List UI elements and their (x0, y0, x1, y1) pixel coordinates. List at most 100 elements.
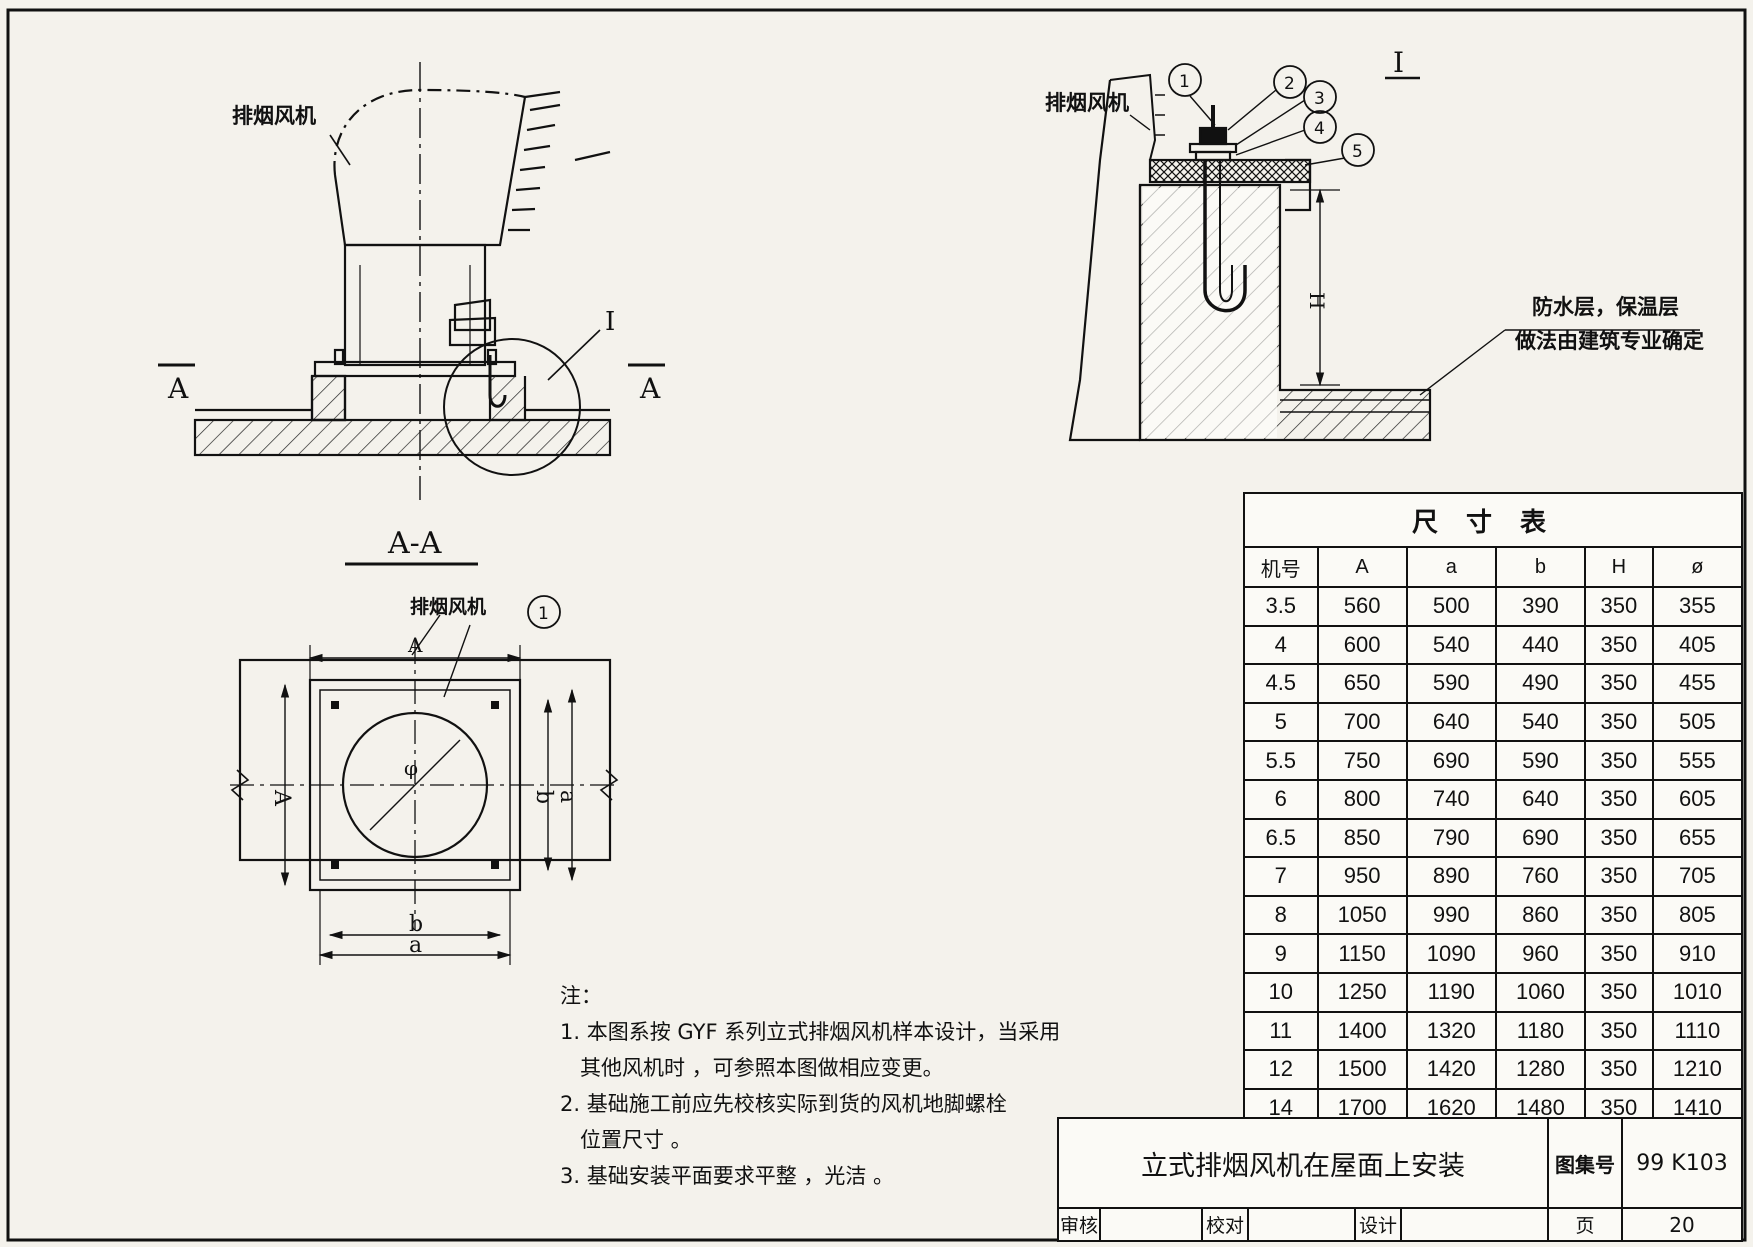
dimension-cell: 350 (1584, 778, 1654, 820)
dimension-cell: 600 (1316, 624, 1408, 666)
dimension-cell: 540 (1405, 624, 1497, 666)
dimension-cell: 1090 (1405, 933, 1497, 974)
design-signature (1400, 1207, 1549, 1242)
dim-label-A: A (407, 633, 423, 657)
dimension-cell: 1420 (1405, 1049, 1497, 1090)
dimension-cell: 350 (1584, 740, 1654, 781)
dimension-cell: 790 (1405, 817, 1497, 859)
dimension-cell: 690 (1494, 817, 1587, 859)
dimension-cell: 1150 (1316, 933, 1408, 974)
plan-view (230, 614, 620, 965)
dimension-cell: 560 (1316, 586, 1408, 627)
callout-3: 3 (1314, 89, 1325, 109)
atlas-label: 图集号 (1547, 1117, 1623, 1209)
dimension-cell: 950 (1316, 856, 1408, 897)
waterproof-note-line2: 做法由建筑专业确定 (1514, 329, 1704, 353)
dimension-cell: 910 (1651, 933, 1744, 974)
callout-4: 4 (1314, 119, 1325, 139)
review-label: 审核 (1057, 1207, 1101, 1242)
dimension-cell: 760 (1494, 856, 1587, 897)
dimension-cell: 500 (1405, 586, 1497, 627)
dimension-cell: 990 (1405, 894, 1497, 936)
dimension-cell: 11 (1243, 1010, 1319, 1052)
page-number: 20 (1621, 1207, 1743, 1242)
fan-label-right: 排烟风机 (1045, 91, 1129, 115)
dim-label-a: a (409, 933, 422, 958)
dimension-cell: 650 (1316, 663, 1408, 704)
check-label: 校对 (1201, 1207, 1249, 1242)
dimension-header-cell: 机号 (1243, 546, 1319, 588)
dimension-cell: 860 (1494, 894, 1587, 936)
dimension-cell: 1050 (1316, 894, 1408, 936)
dimension-cell: 960 (1494, 933, 1587, 974)
detail-title-i: I (1393, 46, 1404, 79)
dimension-header-cell: H (1584, 546, 1654, 588)
dimension-header-cell: ø (1651, 546, 1744, 588)
dimension-cell: 1250 (1316, 971, 1408, 1013)
section-mark-right: A (639, 372, 661, 405)
dimension-cell: 4.5 (1243, 663, 1319, 704)
design-label: 设计 (1354, 1207, 1402, 1242)
dimension-cell: 1320 (1405, 1010, 1497, 1052)
dimension-cell: 355 (1651, 586, 1744, 627)
dimension-cell: 505 (1651, 701, 1744, 743)
fan-label-plan: 排烟风机 (410, 595, 486, 618)
page-label: 页 (1547, 1207, 1623, 1242)
dimension-cell: 850 (1316, 817, 1408, 859)
dimension-cell: 350 (1584, 971, 1654, 1013)
dimension-header-cell: A (1316, 546, 1408, 588)
dimension-cell: 405 (1651, 624, 1744, 666)
dimension-cell: 800 (1316, 778, 1408, 820)
dimension-cell: 1280 (1494, 1049, 1587, 1090)
dimension-cell: 4 (1243, 624, 1319, 666)
notes: 注： 1. 本图系按 GYF 系列立式排烟风机样本设计，当采用 其他风机时 ，可… (560, 978, 1060, 1194)
dim-label-b: b (409, 912, 423, 937)
waterproof-note-line1: 防水层，保温层 (1532, 295, 1679, 319)
callout-5: 5 (1352, 142, 1363, 162)
dimension-header-cell: b (1494, 546, 1587, 588)
dimension-cell: 690 (1405, 740, 1497, 781)
detail-i-view (1068, 63, 1700, 442)
note-line-4: 位置尺寸 。 (580, 1128, 692, 1152)
dimension-cell: 1500 (1316, 1049, 1408, 1090)
dim-label-b-side: b (531, 790, 556, 804)
dimension-cell: 350 (1584, 663, 1654, 704)
dimension-cell: 350 (1584, 1010, 1654, 1052)
note-line-2: 其他风机时 ，可参照本图做相应变更。 (580, 1056, 944, 1080)
review-signature (1099, 1207, 1203, 1242)
dimension-cell: 6.5 (1243, 817, 1319, 859)
dim-label-phi: φ (404, 756, 418, 780)
dimension-cell: 9 (1243, 933, 1319, 974)
dimension-cell: 1190 (1405, 971, 1497, 1013)
dim-label-H: H (1305, 292, 1329, 309)
dimension-cell: 5.5 (1243, 740, 1319, 781)
dimension-cell: 750 (1316, 740, 1408, 781)
note-line-3: 2. 基础施工前应先校核实际到货的风机地脚螺栓 (560, 1092, 1007, 1116)
dimension-cell: 605 (1651, 778, 1744, 820)
section-mark-left: A (167, 372, 189, 405)
dimension-cell: 700 (1316, 701, 1408, 743)
dimension-cell: 1060 (1494, 971, 1587, 1013)
dimension-cell: 440 (1494, 624, 1587, 666)
dimension-cell: 705 (1651, 856, 1744, 897)
dimension-cell: 540 (1494, 701, 1587, 743)
dimension-cell: 350 (1584, 894, 1654, 936)
dimension-cell: 350 (1584, 933, 1654, 974)
title-block: 立式排烟风机在屋面上安装 图集号 99 K103 审核 校对 设计 页 20 (1057, 1117, 1743, 1242)
dimension-cell: 640 (1494, 778, 1587, 820)
check-signature (1247, 1207, 1356, 1242)
dimension-cell: 350 (1584, 701, 1654, 743)
dimension-cell: 1180 (1494, 1010, 1587, 1052)
dimension-cell: 890 (1405, 856, 1497, 897)
dimension-cell: 390 (1494, 586, 1587, 627)
